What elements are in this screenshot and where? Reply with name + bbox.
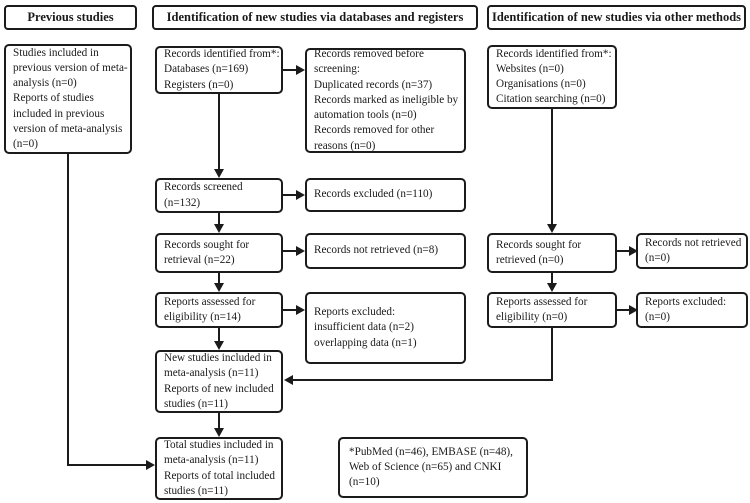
arrowhead-right-icon bbox=[296, 305, 305, 315]
connector-sought-to-assessed bbox=[218, 273, 220, 284]
box-reports-excluded-other: Reports excluded: (n=0) bbox=[636, 292, 748, 328]
connector-screened-to-sought bbox=[218, 213, 220, 225]
box-records-sought-retrieval: Records sought for retrieval (n=22) bbox=[155, 233, 283, 273]
arrowhead-down-icon bbox=[214, 169, 224, 178]
header-previous-studies: Previous studies bbox=[4, 5, 137, 30]
arrowhead-right-icon bbox=[629, 246, 638, 256]
box-reports-assessed-eligibility: Reports assessed for eligibility (n=14) bbox=[155, 292, 283, 328]
arrowhead-down-icon bbox=[547, 283, 557, 292]
box-reports-assessed-other: Reports assessed for eligibility (n=0) bbox=[487, 292, 617, 328]
connector-identified-to-removed bbox=[283, 69, 297, 71]
connector-previous-to-total-horizontal bbox=[67, 464, 146, 466]
box-records-not-retrieved: Records not retrieved (n=8) bbox=[305, 233, 466, 269]
connector-other-identified-to-sought bbox=[551, 109, 553, 225]
connector-other-to-new-horizontal bbox=[293, 379, 553, 381]
footnote-database-counts: *PubMed (n=46), EMBASE (n=48), Web of Sc… bbox=[338, 437, 528, 498]
arrowhead-down-icon bbox=[214, 224, 224, 233]
connector-new-to-total bbox=[218, 413, 220, 429]
arrowhead-down-icon bbox=[214, 428, 224, 437]
arrowhead-right-icon bbox=[146, 460, 155, 470]
header-databases-registers: Identification of new studies via databa… bbox=[152, 5, 478, 30]
box-records-not-retrieved-other: Records not retrieved (n=0) bbox=[636, 233, 748, 269]
box-records-excluded: Records excluded (n=110) bbox=[305, 178, 466, 212]
box-records-identified-databases: Records identified from*: Databases (n=1… bbox=[155, 46, 283, 94]
box-records-sought-other: Records sought for retrieved (n=0) bbox=[487, 233, 617, 273]
connector-assessed-to-new-included bbox=[218, 328, 220, 342]
arrowhead-down-icon bbox=[547, 224, 557, 233]
connector-sought-to-not-retrieved bbox=[283, 250, 297, 252]
header-other-methods: Identification of new studies via other … bbox=[487, 5, 746, 30]
box-new-studies-included: New studies included in meta-analysis (n… bbox=[155, 350, 283, 413]
arrowhead-down-icon bbox=[214, 341, 224, 350]
connector-identified-to-screened bbox=[218, 94, 220, 170]
connector-previous-to-total-vertical bbox=[67, 154, 69, 466]
arrowhead-right-icon bbox=[296, 190, 305, 200]
arrowhead-right-icon bbox=[296, 65, 305, 75]
box-previous-studies-included: Studies included in previous version of … bbox=[4, 44, 132, 154]
arrowhead-down-icon bbox=[214, 283, 224, 292]
arrowhead-left-icon bbox=[284, 375, 293, 385]
connector-other-to-new-vertical bbox=[551, 328, 553, 381]
connector-other-sought-to-not-retrieved bbox=[617, 250, 630, 252]
box-records-identified-other: Records identified from*: Websites (n=0)… bbox=[487, 45, 617, 109]
box-records-removed-before-screening: Records removed before screening: Duplic… bbox=[305, 48, 466, 153]
box-records-screened: Records screened (n=132) bbox=[155, 178, 283, 213]
connector-other-assessed-to-excluded bbox=[617, 309, 630, 311]
arrowhead-right-icon bbox=[629, 305, 638, 315]
connector-assessed-to-excluded bbox=[283, 309, 297, 311]
connector-other-sought-to-assessed bbox=[551, 273, 553, 284]
box-reports-excluded-reasons: Reports excluded: insufficient data (n=2… bbox=[305, 292, 466, 364]
connector-screened-to-excluded bbox=[283, 194, 297, 196]
arrowhead-right-icon bbox=[296, 246, 305, 256]
box-total-studies-included: Total studies included in meta-analysis … bbox=[155, 437, 283, 500]
